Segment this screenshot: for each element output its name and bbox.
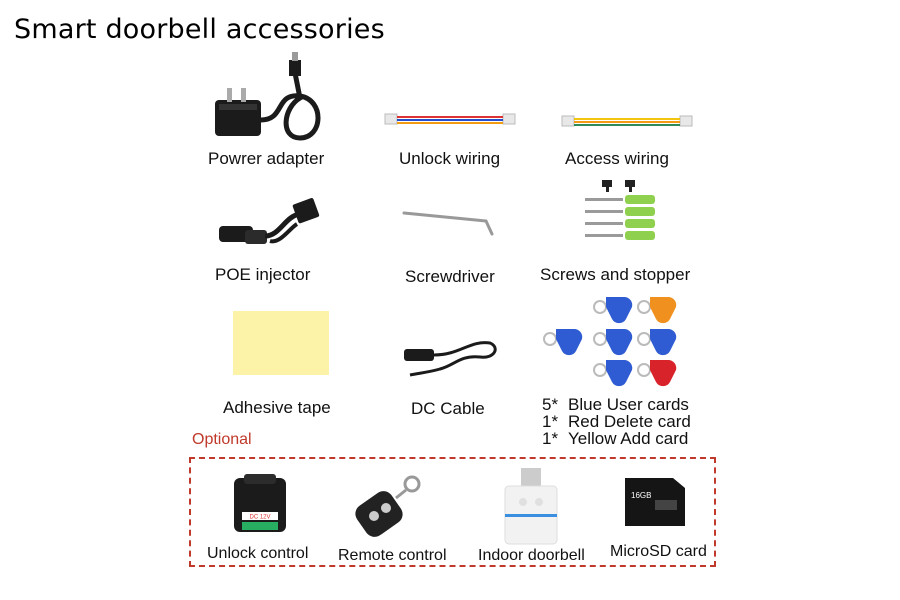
optional-box [189,457,716,567]
item-label-dc-cable: DC Cable [411,399,485,418]
optional-heading: Optional [192,431,252,448]
unlock-control-icon: DC 12V [234,474,286,532]
item-label-adhesive-tape: Adhesive tape [223,398,331,417]
screwdriver-icon [402,211,494,236]
item-label-screws: Screws and stopper [540,265,691,284]
page-title: Smart doorbell accessories [14,14,385,45]
cards-list: 5*Blue User cards 1*Red Delete card 1*Ye… [542,396,691,447]
adhesive-tape-icon [233,311,329,375]
sd-capacity-text: 16GB [631,491,651,500]
cards-line-blue: 5*Blue User cards [542,395,689,414]
access-wiring-icon [561,115,693,127]
unlock-wiring-icon [384,113,516,125]
item-label-poe-injector: POE injector [215,265,311,284]
optional-label-remote-control: Remote control [338,547,447,564]
cards-line-yellow: 1*Yellow Add card [542,429,689,448]
item-label-access-wiring: Access wiring [565,149,669,168]
indoor-doorbell-icon [504,468,558,545]
optional-label-indoor-doorbell: Indoor doorbell [478,547,585,564]
item-label-screwdriver: Screwdriver [405,267,495,286]
power-adapter-icon [215,52,321,141]
dc-cable-icon [404,341,497,377]
poe-injector-icon [219,198,320,244]
cards-line-red: 1*Red Delete card [542,412,691,431]
optional-label-unlock-control: Unlock control [207,545,309,562]
screws-icon [585,180,655,240]
item-label-power-adapter: Powrer adapter [208,149,325,168]
microsd-card-icon: 16GB [625,478,685,526]
optional-label-microsd-card: MicroSD card [610,543,707,560]
item-label-unlock-wiring: Unlock wiring [399,149,501,168]
unlock-control-tag: DC 12V [249,515,270,521]
rfid-cards-icon [543,296,677,387]
remote-control-icon [355,475,421,537]
